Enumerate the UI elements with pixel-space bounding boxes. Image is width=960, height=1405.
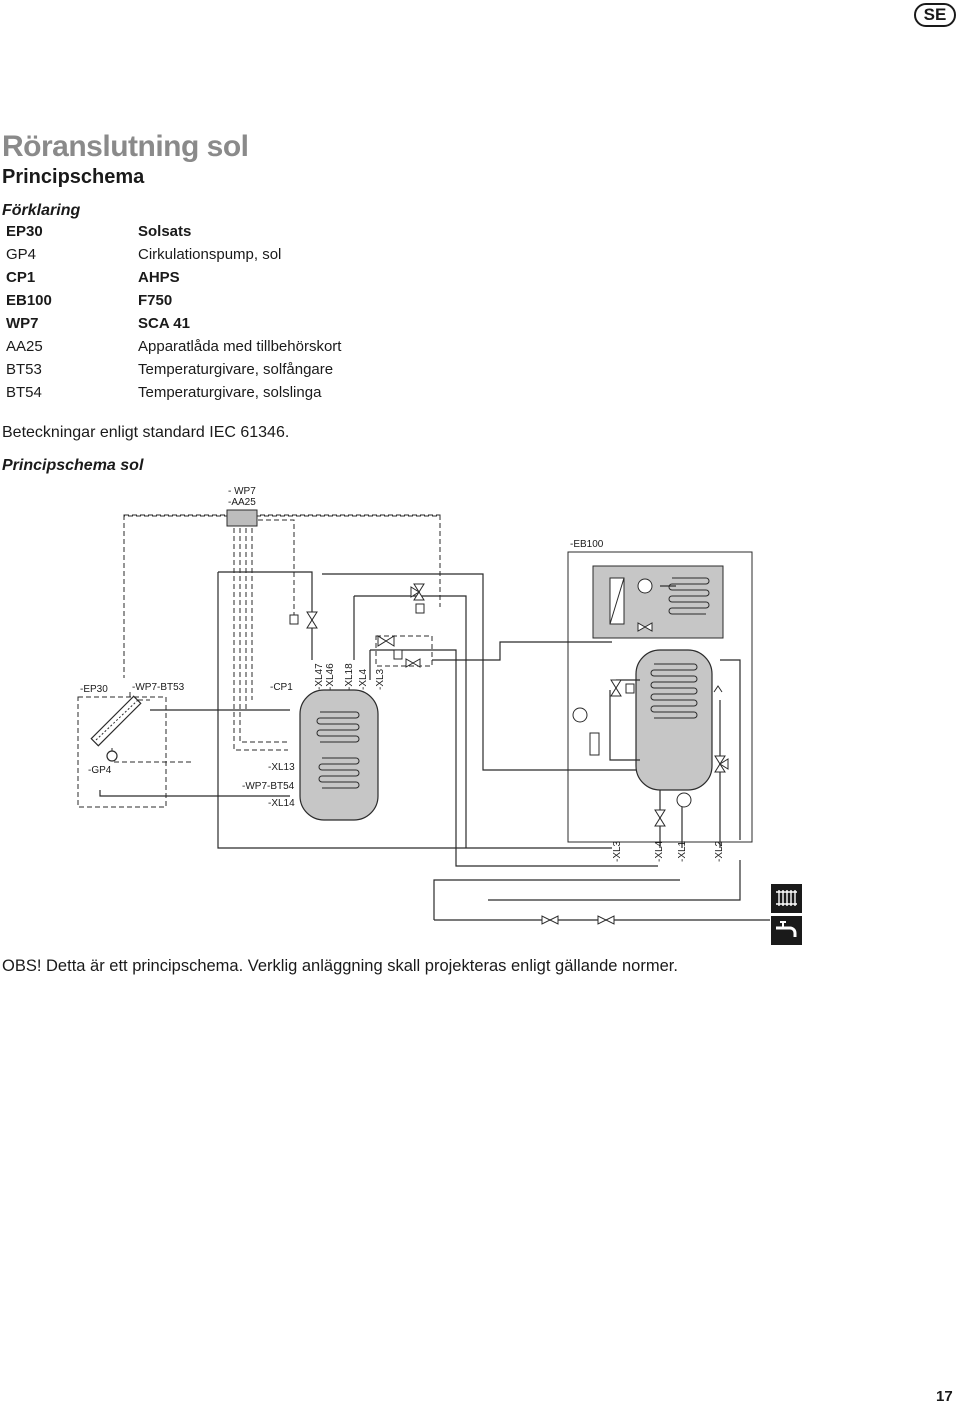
pipe (322, 573, 640, 771)
cp1-coil-icon (316, 711, 360, 789)
valve-icon (377, 635, 421, 668)
obs-note: OBS! Detta är ett principschema. Verklig… (2, 957, 678, 975)
legend-code: BT53 (6, 361, 42, 378)
bt53-label: -WP7-BT53 (132, 682, 185, 693)
legend-row: AA25 Apparatlåda med tillbehörskort (6, 335, 341, 358)
legend-row: EB100 F750 (6, 289, 341, 312)
control-wire (111, 748, 192, 763)
compressor-icon (637, 578, 653, 594)
tap-water-icon (771, 916, 802, 945)
solar-collector-icon (90, 695, 142, 747)
xl3-top-label: -XL3 (375, 668, 386, 690)
language-badge: SE (914, 3, 956, 27)
diagram-heading: Principschema sol (2, 457, 144, 474)
legend-description: Cirkulationspump, sol (138, 246, 282, 263)
valve-icon (610, 679, 635, 697)
circulation-pump-icon (676, 792, 692, 808)
circulation-pump-icon (572, 707, 588, 723)
xl2-label: -XL2 (714, 840, 725, 862)
legend-row: WP7 SCA 41 (6, 312, 341, 335)
xl13-label: -XL13 (268, 762, 295, 773)
heat-exchanger-icon (609, 577, 625, 625)
legend-code: AA25 (6, 338, 43, 355)
valve-icon (289, 611, 318, 629)
safety-valve-icon (713, 685, 723, 693)
eb100-coil-icon (650, 663, 698, 719)
legend-code: GP4 (6, 246, 37, 263)
legend-row: EP30 Solsats (6, 220, 341, 243)
condenser-coil-icon (668, 577, 710, 615)
legend-heading: Förklaring (2, 202, 81, 219)
pipe (370, 649, 658, 867)
control-wire (375, 635, 433, 667)
legend-code: WP7 (6, 315, 39, 332)
ep30-label: -EP30 (80, 684, 108, 695)
legend-description: Temperaturgivare, solfångare (138, 361, 334, 378)
principle-diagram: - WP7 -AA25 -EP30 -WP7-BT53 -GP4 -CP1 -X… (77, 486, 802, 945)
xl14-label: -XL14 (268, 798, 295, 809)
valve-icon (541, 915, 559, 925)
legend-description: Apparatlåda med tillbehörskort (138, 338, 342, 355)
valve-icon (637, 622, 653, 632)
valve-icon (597, 915, 615, 925)
pipe (720, 659, 741, 840)
legend-code: CP1 (6, 269, 36, 286)
wp7-aa25-box (226, 509, 258, 527)
pipe (432, 641, 612, 661)
legend-description: SCA 41 (138, 315, 190, 332)
legend-row: BT53 Temperaturgivare, solfångare (6, 358, 341, 381)
pipe (217, 572, 612, 849)
legend-row: BT54 Temperaturgivare, solslinga (6, 381, 341, 404)
xl1-label: -XL1 (677, 840, 688, 862)
xl47-label: -XL47 (314, 663, 325, 690)
xl46-label: -XL46 (325, 663, 336, 690)
eb100-label: -EB100 (570, 539, 604, 550)
xl3-bottom-label: -XL3 (612, 840, 623, 862)
legend-description: F750 (138, 292, 173, 309)
wp7-label: - WP7 (228, 486, 256, 497)
solar-pipe-return (99, 790, 290, 797)
pipe (218, 571, 313, 660)
valve-icon (714, 755, 729, 773)
page-subtitle: Principschema (2, 166, 145, 188)
page-title: Röranslutning sol (2, 130, 249, 163)
legend-row: GP4 Cirkulationspump, sol (6, 243, 341, 266)
legend-row: CP1 AHPS (6, 266, 341, 289)
pipe (433, 879, 680, 920)
standard-note: Beteckningar enligt standard IEC 61346. (2, 424, 290, 441)
valve-icon (654, 809, 666, 827)
bt54-label: -WP7-BT54 (242, 781, 295, 792)
ep30-enclosure (77, 696, 167, 808)
aa25-label: -AA25 (228, 497, 256, 508)
legend-code: BT54 (6, 384, 42, 401)
pipe (488, 860, 741, 901)
xl4-top-label: -XL4 (358, 668, 369, 690)
cp1-tank-icon (299, 689, 379, 821)
xl4-bottom-label: -XL4 (654, 840, 665, 862)
eb100-tank-icon (635, 649, 713, 791)
legend-description: AHPS (138, 269, 180, 286)
cp1-label: -CP1 (270, 682, 293, 693)
valve-icon (410, 583, 425, 614)
legend-description: Temperaturgivare, solslinga (138, 384, 322, 401)
control-wire (258, 519, 295, 617)
gp4-label: -GP4 (88, 765, 112, 776)
radiator-icon (771, 884, 802, 913)
pipe (609, 690, 640, 761)
pipe (354, 595, 467, 848)
page-number: 17 (936, 1388, 953, 1405)
legend-code: EB100 (6, 292, 52, 309)
control-wire (123, 514, 441, 517)
legend-code: EP30 (6, 223, 43, 240)
immersion-heater-icon (589, 732, 600, 756)
control-wire (233, 528, 288, 751)
gp4-pump-icon (106, 750, 118, 762)
xl18-label: -XL18 (344, 663, 355, 690)
legend-description: Solsats (138, 223, 192, 240)
